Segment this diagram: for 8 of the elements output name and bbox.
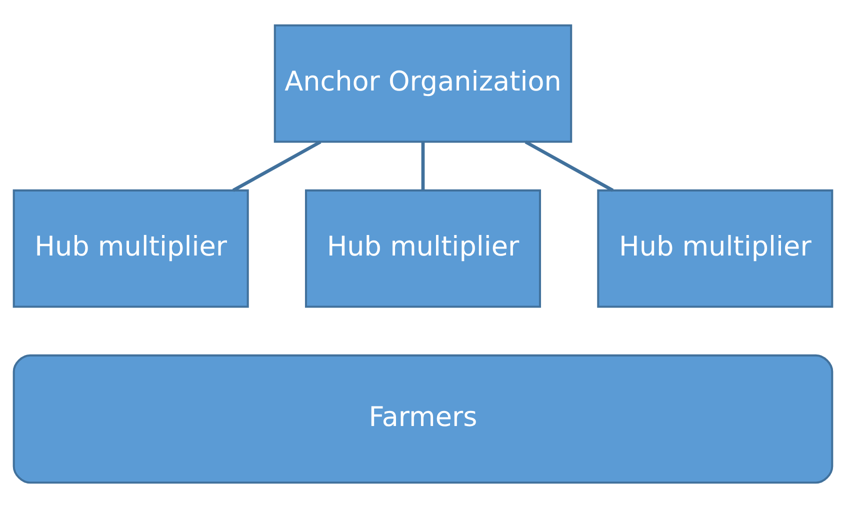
- connector: [524, 140, 614, 192]
- node-box: Farmers: [12, 354, 834, 484]
- node-box: Anchor Organization: [274, 24, 572, 143]
- node-box: Hub multiplier: [12, 189, 249, 308]
- connector: [232, 140, 322, 192]
- connector: [421, 142, 425, 190]
- node-box: Hub multiplier: [597, 189, 834, 308]
- node-box: Hub multiplier: [304, 189, 542, 308]
